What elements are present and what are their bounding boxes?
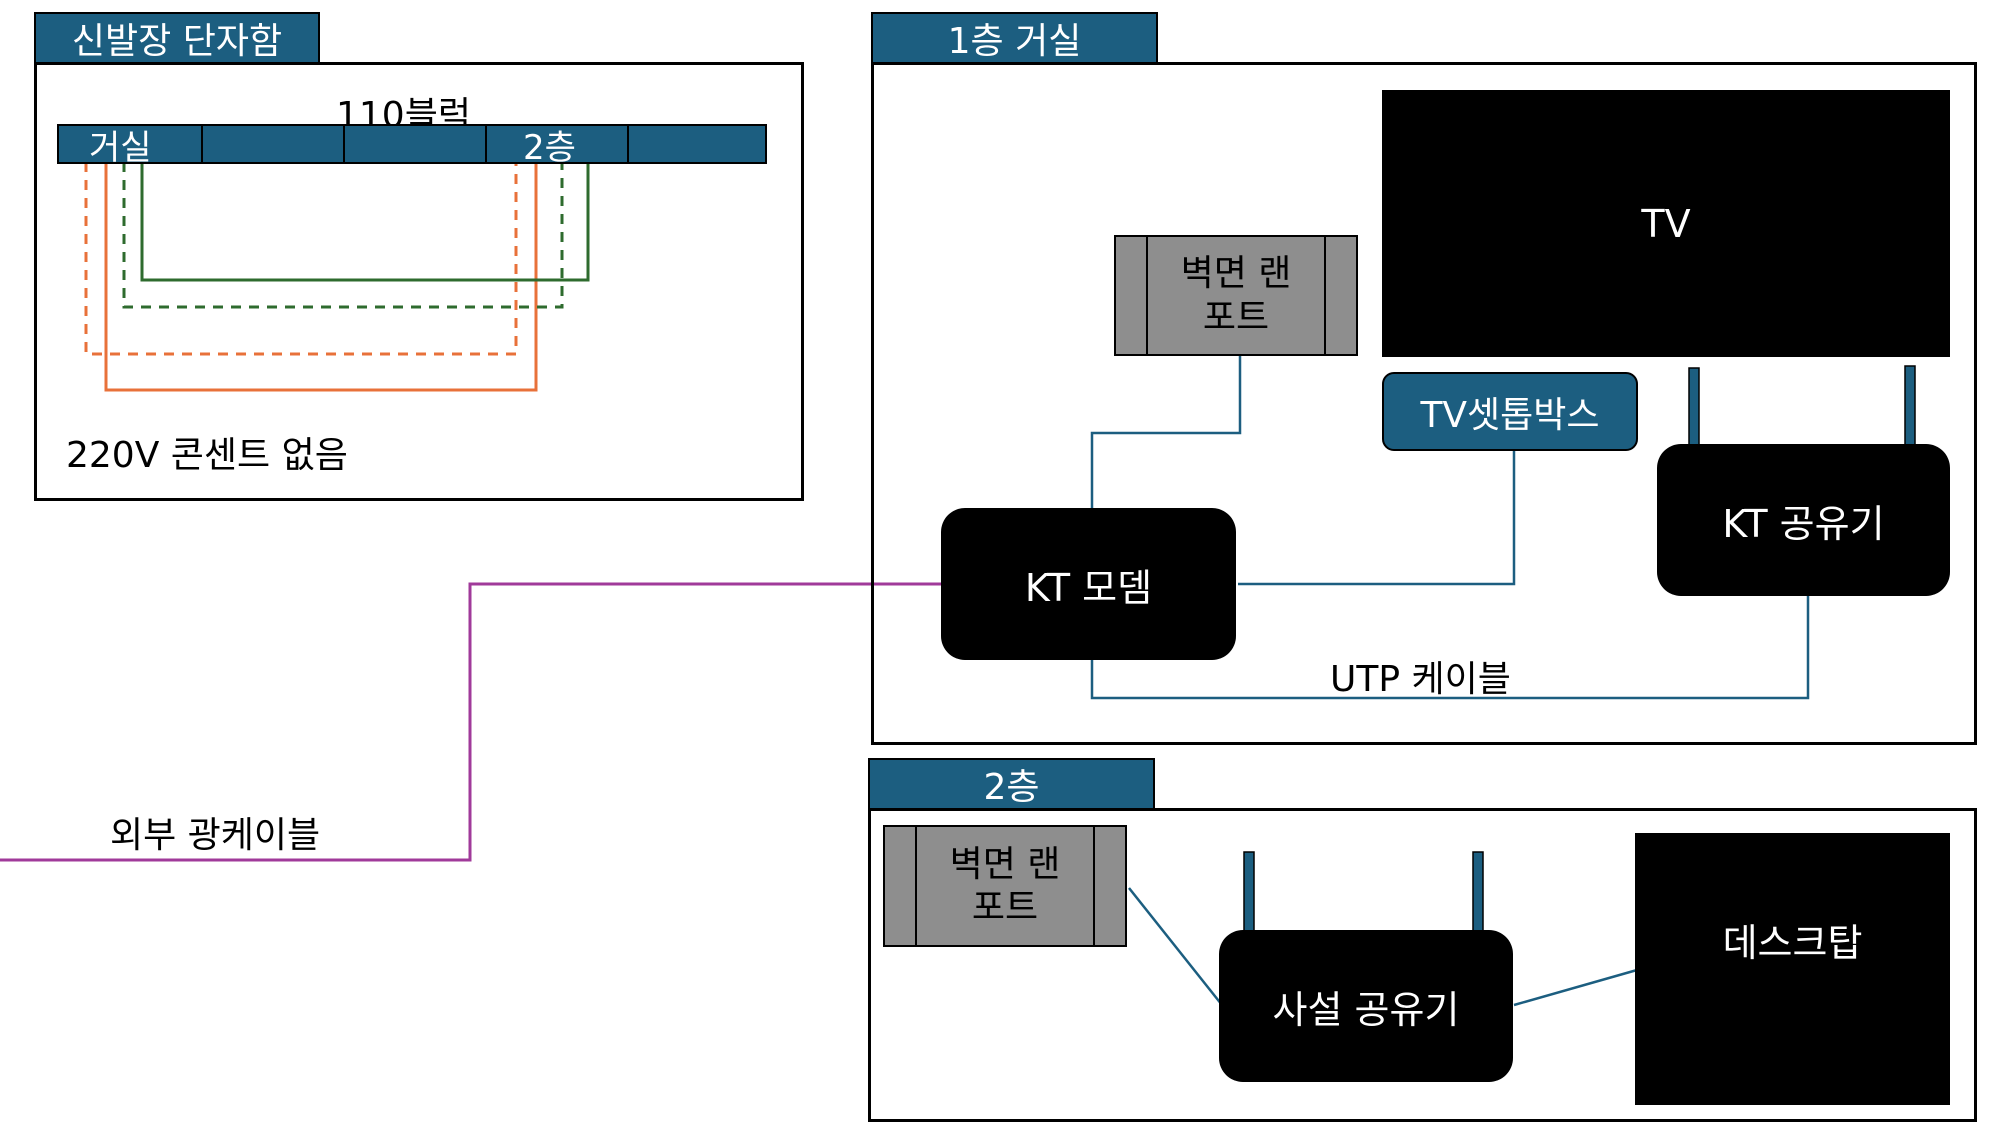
living-room-title: 1층 거실 xyxy=(947,21,1082,62)
second-floor-wall-port-label: 벽면 랜 포트 xyxy=(915,827,1095,945)
cabinet-panel xyxy=(34,62,804,501)
port-to-router-line xyxy=(1128,887,1223,1006)
external-fiber-label: 외부 광케이블 xyxy=(110,815,321,856)
terminal-block-strip: 거실 2층 xyxy=(57,124,767,168)
modem-to-settop-line xyxy=(1238,451,1516,586)
settop-label: TV셋톱박스 xyxy=(1420,394,1600,436)
tv-label: TV xyxy=(1641,201,1691,246)
second-floor-panel xyxy=(868,808,1977,1122)
strip-label-living: 거실 xyxy=(89,128,152,168)
orange-solid-wire xyxy=(104,162,538,392)
cabinet-wiring xyxy=(84,162,590,392)
utp-cable-label: UTP 케이블 xyxy=(1330,659,1511,700)
modem-to-router-line xyxy=(1090,596,1810,700)
kt-modem-label: KT 모뎀 xyxy=(1024,565,1153,610)
tv-settop-box: TV셋톱박스 xyxy=(1382,372,1638,451)
desktop-label: 데스크탑 xyxy=(1722,920,1863,965)
living-room-title-tab: 1층 거실 xyxy=(871,12,1158,64)
external-fiber-line xyxy=(0,582,944,862)
kt-router-label: KT 공유기 xyxy=(1722,501,1885,546)
cabinet-title: 신발장 단자함 xyxy=(71,21,283,62)
green-solid-wire xyxy=(140,162,590,282)
living-room-panel xyxy=(871,62,1977,745)
cabinet-title-tab: 신발장 단자함 xyxy=(34,12,320,64)
kt-modem: KT 모뎀 xyxy=(941,508,1236,660)
no-outlet-note: 220V 콘센트 없음 xyxy=(66,435,348,476)
port-to-modem-line xyxy=(1090,356,1242,508)
orange-dashed-wire xyxy=(84,162,518,356)
second-floor-wiring xyxy=(1128,887,1638,1007)
second-floor-title-tab: 2층 xyxy=(868,758,1155,810)
green-dashed-wire xyxy=(122,162,564,309)
tv: TV xyxy=(1382,90,1950,357)
strip-label-second-floor: 2층 xyxy=(523,128,576,168)
private-router-label: 사설 공유기 xyxy=(1272,987,1460,1032)
living-wall-port: 벽면 랜 포트 xyxy=(1114,235,1358,356)
second-floor-wall-port: 벽면 랜 포트 xyxy=(883,825,1127,947)
kt-router: KT 공유기 xyxy=(1657,444,1950,596)
desktop: 데스크탑 xyxy=(1635,833,1950,1105)
private-router: 사설 공유기 xyxy=(1219,930,1513,1082)
second-floor-title: 2층 xyxy=(983,767,1040,808)
router-to-desktop-line xyxy=(1513,968,1638,1007)
living-wall-port-label: 벽면 랜 포트 xyxy=(1146,237,1326,354)
living-room-wiring xyxy=(1090,356,1810,700)
